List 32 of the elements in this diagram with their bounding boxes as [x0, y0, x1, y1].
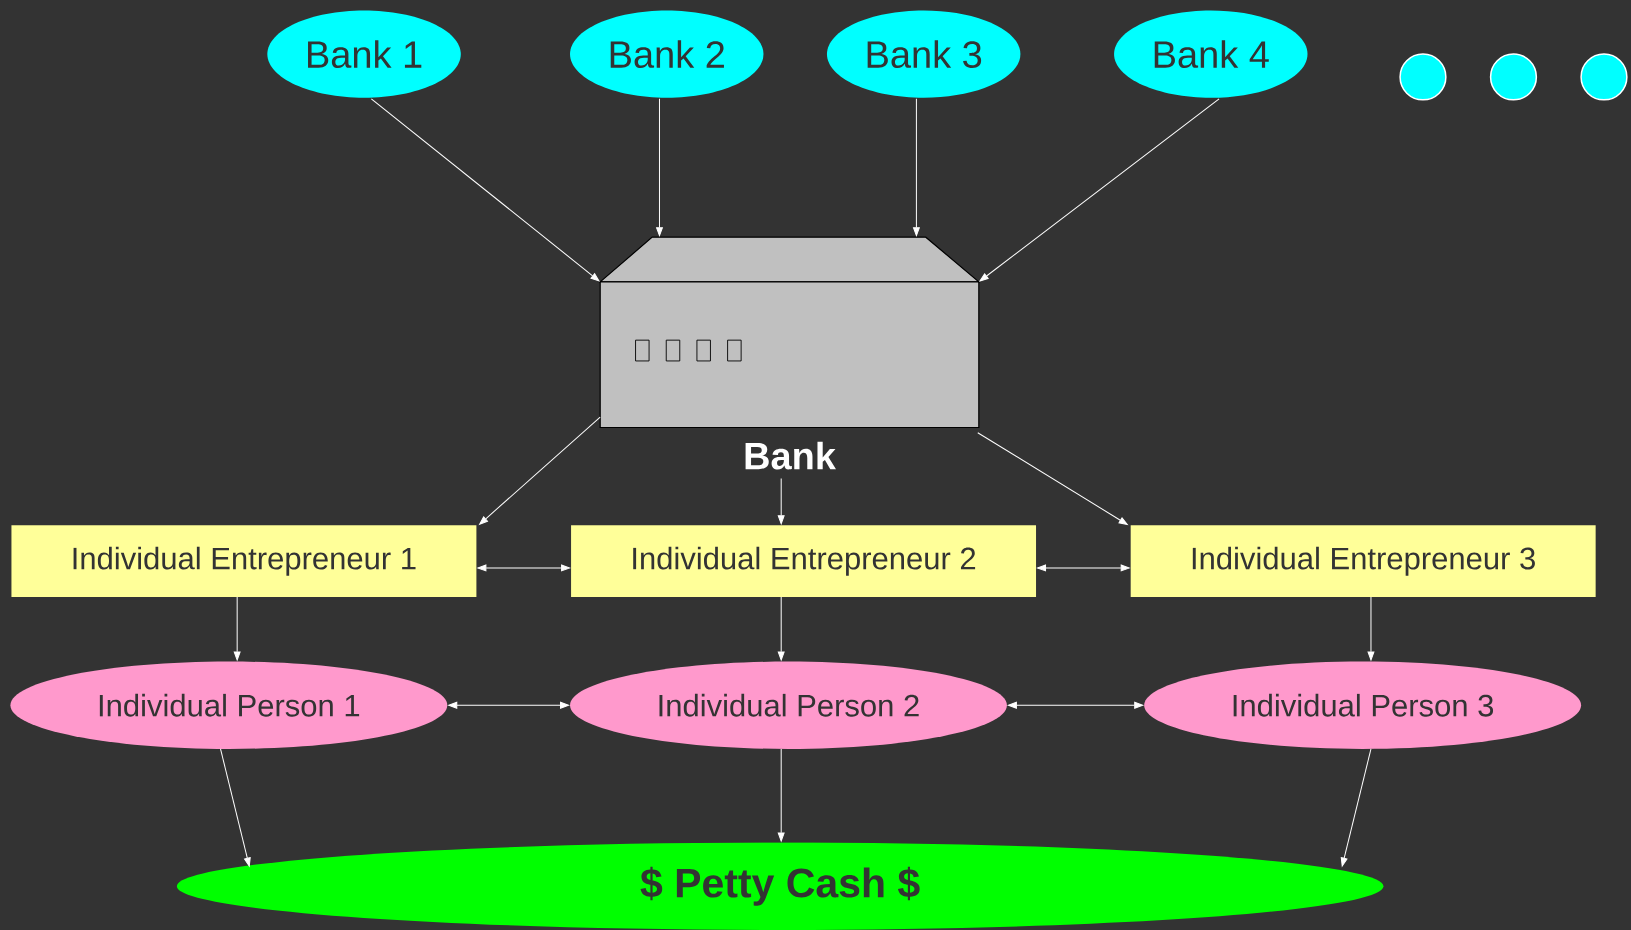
ellipse-node: Bank 3: [826, 10, 1021, 98]
ellipse-node: Individual Person 3: [1144, 661, 1582, 749]
process-box: Individual Entrepreneur 3: [1130, 525, 1596, 598]
arrow: [913, 98, 920, 237]
ellipse-node: Individual Person 1: [10, 661, 448, 749]
process-box: Individual Entrepreneur 1: [11, 525, 477, 598]
arrow: [777, 596, 785, 661]
arrow: [220, 748, 251, 867]
arrow: [479, 416, 601, 525]
circle-node: [1489, 53, 1538, 101]
arrow: [448, 701, 569, 709]
arrow: [1007, 701, 1144, 709]
arrow: [477, 564, 571, 572]
arrow: [656, 98, 663, 237]
arrow: [977, 432, 1128, 526]
arrow: [233, 596, 241, 661]
ellipse-node: $ Petty Cash $: [176, 842, 1384, 930]
ellipse-node: Bank 1: [267, 10, 461, 98]
arrow: [1037, 564, 1130, 572]
circle-node: [1580, 53, 1628, 101]
process-box: Individual Entrepreneur 2: [571, 525, 1037, 598]
arrow: [1340, 748, 1372, 867]
ellipse-node: Individual Person 2: [570, 661, 1007, 749]
arrow: [777, 748, 785, 842]
arrow: [1367, 596, 1375, 661]
arrow: [777, 478, 785, 525]
arrow: [370, 98, 600, 282]
ellipse-node: Bank 2: [570, 10, 764, 98]
arrow: [979, 98, 1220, 282]
circle-node: [1399, 53, 1447, 101]
node-label: Bank: [745, 441, 836, 470]
ellipse-node: Bank 4: [1114, 10, 1308, 98]
